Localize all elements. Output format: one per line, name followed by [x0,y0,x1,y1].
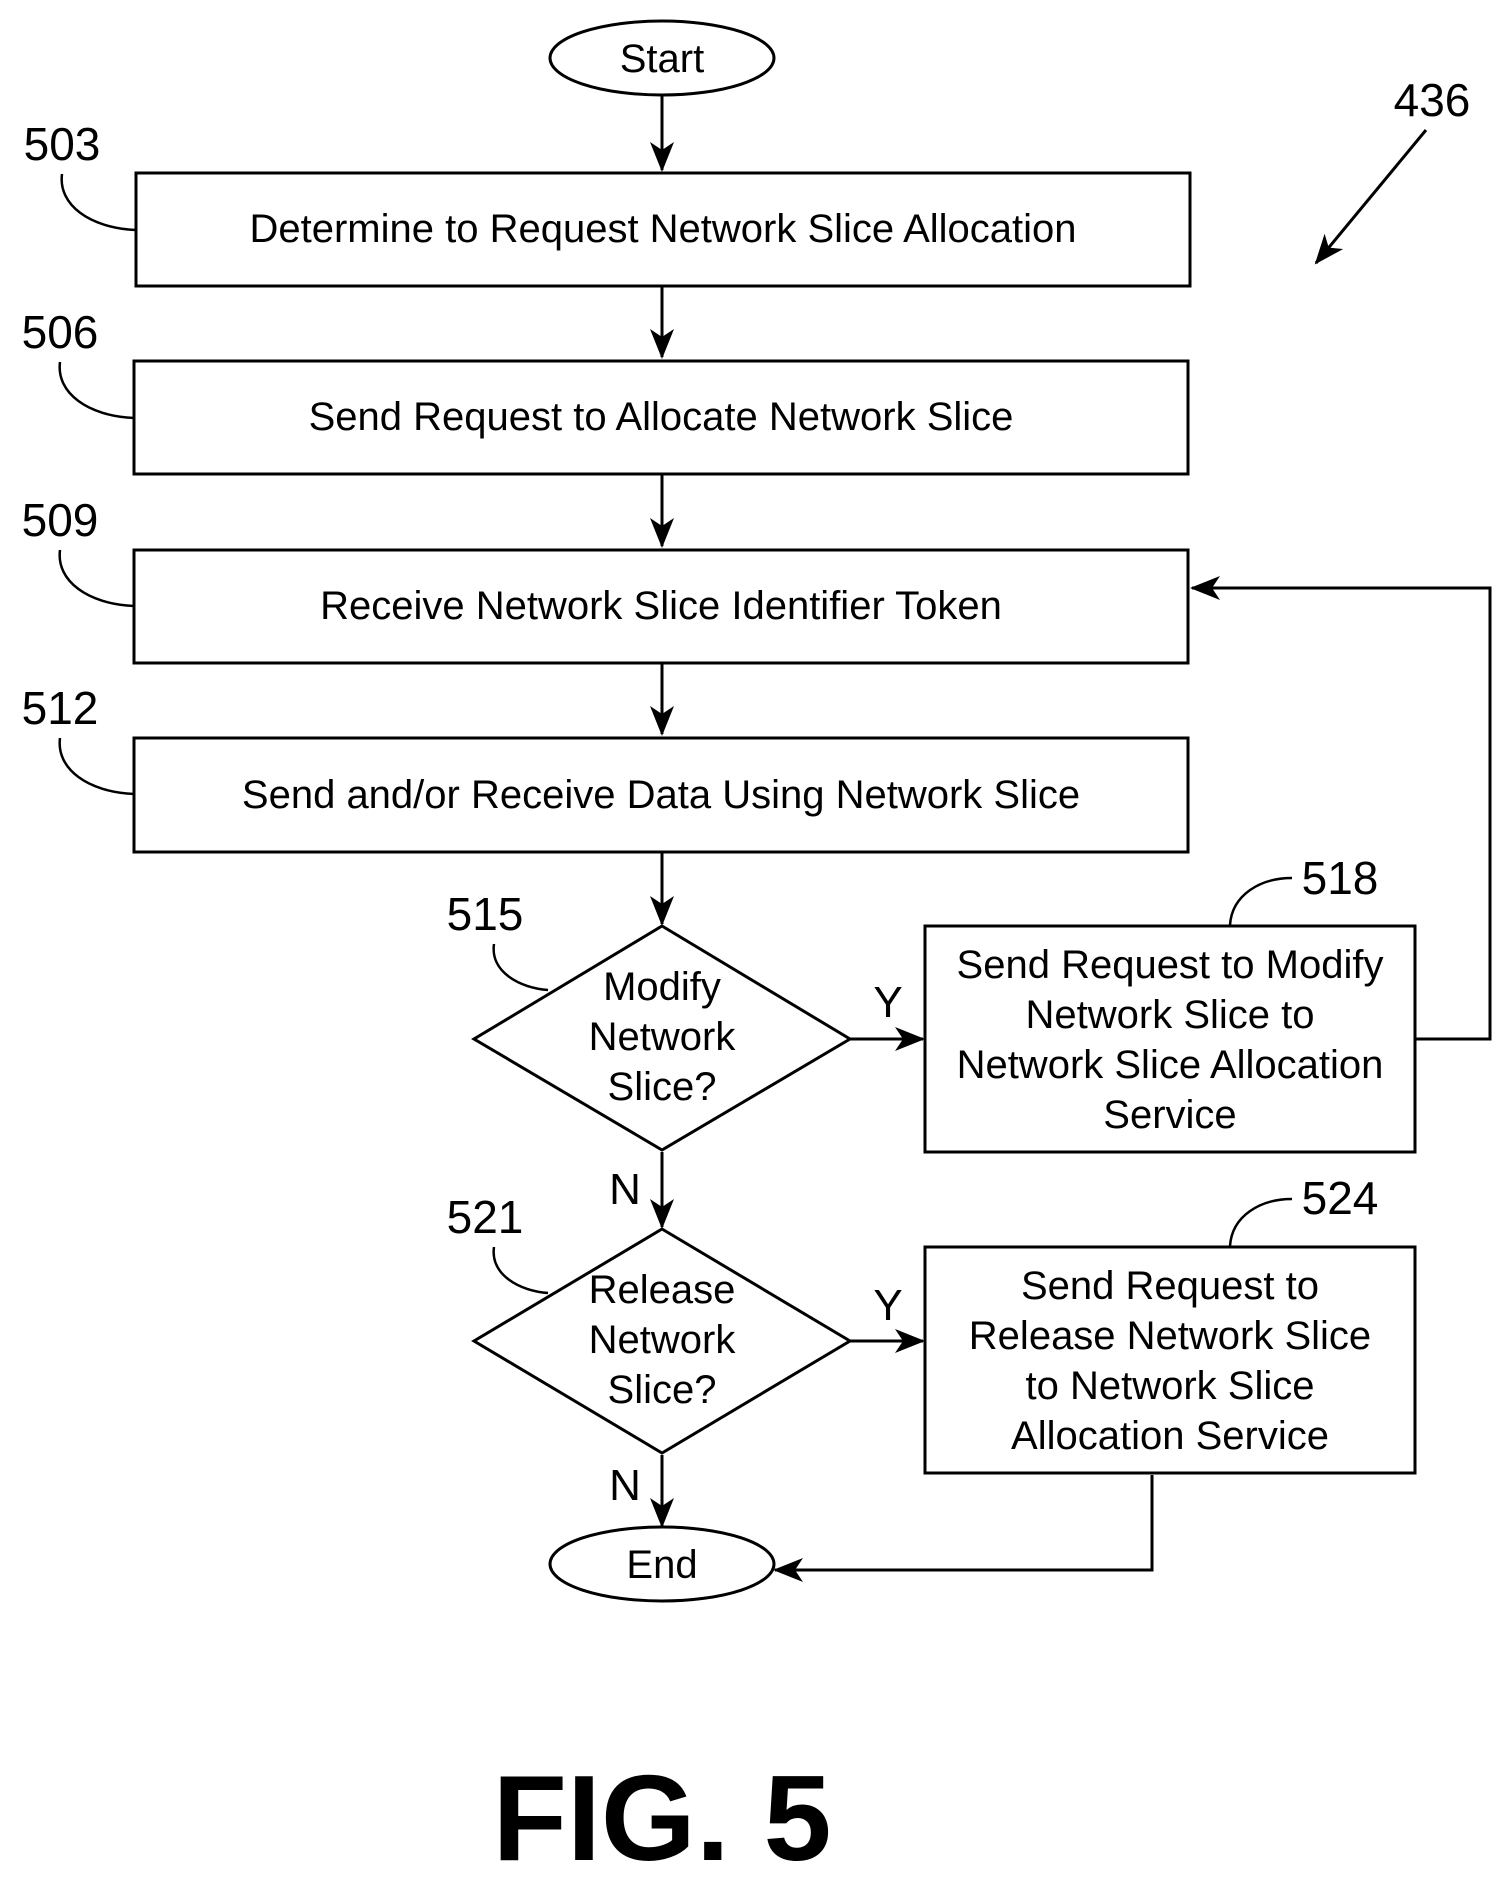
side-step-524-line-4: Allocation Service [1011,1414,1329,1458]
side-step-518-line-2: Network Slice to [1026,993,1315,1037]
start-terminal: Start [550,21,774,95]
end-terminal: End [550,1527,774,1601]
step-503: Determine to Request Network Slice Alloc… [136,173,1190,286]
step-503-label: Determine to Request Network Slice Alloc… [249,207,1076,251]
side-step-524: Send Request to Release Network Slice to… [925,1247,1415,1473]
step-509-label: Receive Network Slice Identifier Token [320,584,1002,628]
step-509-leader [60,550,134,606]
figure-ref-arrow [1316,130,1426,263]
decision-521-ref: 521 [447,1191,524,1243]
figure-ref-number: 436 [1394,74,1471,126]
side-step-518-line-4: Service [1103,1093,1236,1137]
start-label: Start [620,37,704,81]
decision-521-line-2: Network [589,1318,737,1362]
decision-521-line-3: Slice? [608,1368,717,1412]
decision-521-yes-label: Y [873,1281,902,1330]
step-503-leader [62,174,136,230]
step-509-ref: 509 [22,494,99,546]
side-step-524-leader [1230,1199,1292,1246]
decision-521-no-label: N [609,1461,641,1510]
step-512: Send and/or Receive Data Using Network S… [134,738,1188,852]
side-step-524-line-2: Release Network Slice [969,1314,1371,1358]
step-503-ref: 503 [24,118,101,170]
decision-515-yes-label: Y [873,978,902,1027]
decision-515-line-1: Modify [603,965,721,1009]
decision-515-no-label: N [609,1165,641,1214]
side-step-518-line-1: Send Request to Modify [957,943,1384,987]
side-step-518-leader [1230,878,1292,925]
step-512-ref: 512 [22,682,99,734]
decision-515-leader [494,944,548,990]
side-step-518-ref: 518 [1302,852,1379,904]
decision-521-leader [494,1247,548,1293]
step-506: Send Request to Allocate Network Slice [134,361,1188,474]
step-509: Receive Network Slice Identifier Token [134,550,1188,663]
side-step-524-ref: 524 [1302,1172,1379,1224]
decision-515-line-2: Network [589,1015,737,1059]
side-step-524-line-3: to Network Slice [1026,1364,1315,1408]
decision-521: Release Network Slice? [474,1229,850,1453]
figure-caption: FIG. 5 [493,1750,832,1881]
step-506-ref: 506 [22,306,99,358]
side-step-524-line-1: Send Request to [1021,1264,1319,1308]
decision-515: Modify Network Slice? [474,926,850,1150]
side-step-518-line-3: Network Slice Allocation [957,1043,1384,1087]
step-512-leader [60,738,134,794]
step-506-leader [60,362,134,418]
step-506-label: Send Request to Allocate Network Slice [309,395,1014,439]
end-label: End [626,1543,697,1587]
decision-521-line-1: Release [589,1268,736,1312]
side-step-518: Send Request to Modify Network Slice to … [925,926,1415,1152]
decision-515-line-3: Slice? [608,1065,717,1109]
decision-515-ref: 515 [447,888,524,940]
step-512-label: Send and/or Receive Data Using Network S… [242,773,1080,817]
